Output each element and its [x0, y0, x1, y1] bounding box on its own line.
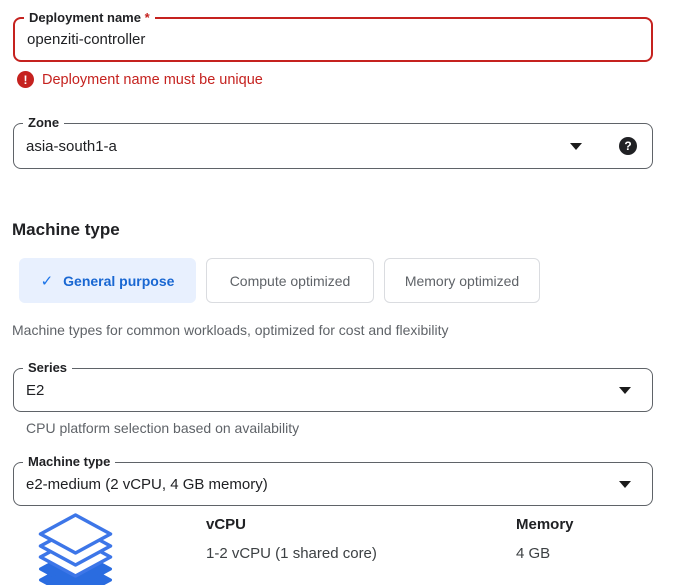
zone-dropdown-caret-icon[interactable]	[570, 142, 582, 150]
machine-type-field[interactable]: Machine type e2-medium (2 vCPU, 4 GB mem…	[13, 454, 653, 506]
deployment-name-field[interactable]: Deployment name *	[13, 10, 653, 62]
machine-type-dropdown-caret-icon[interactable]	[619, 480, 631, 488]
zone-help-icon[interactable]: ?	[619, 137, 637, 155]
machine-type-heading: Machine type	[12, 220, 120, 239]
tab-compute-optimized[interactable]: Compute optimized	[206, 258, 374, 303]
tab-compute-optimized-label: Compute optimized	[229, 272, 351, 289]
zone-value: asia-south1-a	[26, 137, 117, 155]
series-field[interactable]: Series E2	[13, 360, 653, 412]
deployment-name-label-text: Deployment name	[29, 10, 141, 25]
machine-type-value: e2-medium (2 vCPU, 4 GB memory)	[26, 475, 268, 493]
deployment-name-label: Deployment name *	[24, 10, 155, 27]
tab-memory-optimized-label: Memory optimized	[404, 272, 520, 289]
memory-value: 4 GB	[516, 545, 551, 562]
series-value: E2	[26, 381, 45, 399]
machine-family-description: Machine types for common workloads, opti…	[12, 322, 449, 338]
check-icon: ✓	[40, 272, 54, 290]
stacked-layers-icon	[38, 513, 113, 585]
required-asterisk-glyph: *	[144, 10, 150, 25]
series-helper-text: CPU platform selection based on availabi…	[26, 420, 300, 436]
tab-memory-optimized[interactable]: Memory optimized	[384, 258, 540, 303]
deployment-name-input[interactable]	[27, 31, 636, 48]
zone-label: Zone	[23, 115, 65, 132]
machine-type-field-label: Machine type	[23, 454, 116, 471]
error-icon: !	[17, 71, 34, 88]
memory-column-header: Memory	[516, 516, 574, 533]
series-dropdown-caret-icon[interactable]	[619, 386, 631, 394]
tab-general-purpose[interactable]: ✓ General purpose	[19, 258, 196, 303]
zone-field[interactable]: Zone asia-south1-a ?	[13, 115, 653, 169]
series-label: Series	[23, 360, 73, 377]
vcpu-column-header: vCPU	[206, 516, 247, 533]
tab-general-purpose-label: General purpose	[63, 272, 175, 289]
vcpu-value: 1-2 vCPU (1 shared core)	[206, 545, 377, 562]
deployment-name-error: ! Deployment name must be unique	[17, 71, 263, 88]
error-message-text: Deployment name must be unique	[42, 71, 263, 88]
machine-family-tabs: ✓ General purpose Compute optimized Memo…	[19, 258, 540, 303]
